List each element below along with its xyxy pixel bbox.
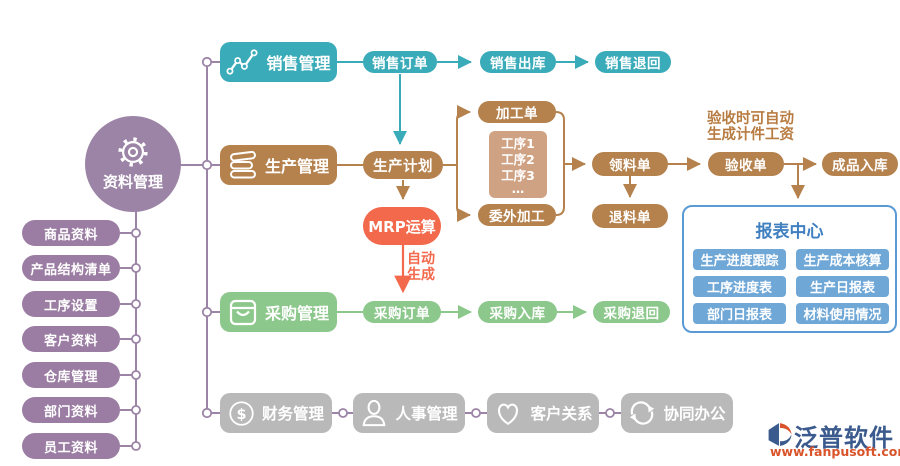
note-line: 生成: [407, 267, 435, 283]
list-icon: [229, 151, 256, 179]
report-item-label: 生产成本核算: [803, 254, 882, 269]
process-step: 工序1: [501, 135, 535, 151]
pill-label: 领料单: [609, 158, 651, 174]
report-item-button: 部门日报表: [693, 303, 786, 324]
sales-order-pill: 销售订单: [363, 51, 437, 73]
purchase-inbound-pill: 采购入库: [478, 301, 557, 323]
report-item-label: 生产日报表: [809, 281, 875, 296]
note-line: 生成计件工资: [707, 127, 794, 143]
outsourcing-pill: 委外加工: [478, 204, 556, 226]
production-plan-pill: 生产计划: [363, 151, 443, 179]
report-item-button: 材料使用情况: [796, 303, 889, 324]
note-line: 自动: [407, 251, 435, 267]
data-item-pill: 员工资料: [22, 433, 120, 459]
pill-label: 采购入库: [489, 306, 546, 322]
data-item-label: 客户资料: [43, 333, 98, 349]
report-item-label: 部门日报表: [706, 308, 772, 323]
pill-label: 销售退回: [605, 56, 661, 72]
purchase-order-pill: 采购订单: [363, 301, 441, 323]
data-item-pill: 部门资料: [22, 397, 120, 423]
process-step: …: [511, 180, 525, 196]
brand-url: www.fanpusoft.com: [770, 444, 900, 459]
module-label: 财务管理: [261, 405, 324, 423]
pill-label: 委外加工: [489, 209, 545, 225]
report-item-button: 生产成本核算: [796, 249, 889, 270]
process-step: 工序3: [501, 167, 535, 183]
module-label: 销售管理: [266, 54, 331, 73]
report-item-button: 工序进度表: [693, 276, 786, 297]
material-requisition-pill: 领料单: [592, 152, 668, 176]
data-item-label: 工序设置: [43, 298, 98, 314]
sales-outbound-pill: 销售出库: [480, 51, 556, 73]
data-item-pill: 产品结构清单: [22, 255, 120, 281]
brand-name: 泛普软件: [794, 424, 894, 452]
heart-icon: [498, 403, 519, 425]
data-item-pill: 客户资料: [22, 326, 120, 352]
annotation-auto-generate: 自动 生成: [407, 251, 435, 283]
material-return-pill: 退料单: [592, 204, 668, 228]
annotation-acceptance-note: 验收时可自动 生成计件工资: [707, 111, 794, 143]
dollar-icon: $: [229, 400, 254, 426]
report-item-label: 材料使用情况: [803, 308, 882, 323]
person-icon: [363, 399, 386, 427]
hub-label: 资料管理: [102, 173, 163, 191]
pill-label: 成品入库: [832, 158, 888, 174]
line-chart-icon: [226, 48, 259, 75]
report-item-button: 生产日报表: [796, 276, 889, 297]
data-item-label: 商品资料: [43, 227, 98, 243]
crm-module-box: 客户关系: [487, 393, 599, 433]
report-item-label: 工序进度表: [706, 281, 772, 296]
process-order-pill: 加工单: [478, 101, 556, 123]
process-steps-box: 工序1 工序2 工序3 …: [489, 131, 547, 198]
report-center-title: 报表中心: [755, 222, 824, 242]
module-label: 生产管理: [264, 157, 329, 176]
pill-label: 采购退回: [603, 306, 660, 322]
module-label: 协同办公: [663, 405, 726, 423]
data-item-pill: 仓库管理: [22, 362, 120, 388]
module-label: 客户关系: [530, 405, 593, 423]
data-item-label: 仓库管理: [43, 369, 98, 385]
sync-icon: [630, 401, 655, 425]
data-item-label: 员工资料: [43, 440, 98, 456]
fanpu-logo-icon: [768, 423, 792, 446]
pill-label: 采购订单: [374, 306, 430, 322]
data-management-hub: 资料管理: [85, 116, 181, 212]
process-step: 工序2: [501, 151, 535, 167]
module-label: 人事管理: [395, 405, 458, 423]
purchase-module-box: 采购管理: [220, 292, 337, 332]
pill-label: 生产计划: [373, 158, 433, 175]
report-item-label: 生产进度跟踪: [700, 254, 779, 269]
sales-return-pill: 销售退回: [595, 51, 671, 73]
purchase-return-pill: 采购退回: [593, 301, 670, 323]
pill-label: 销售出库: [490, 56, 546, 72]
acceptance-pill: 验收单: [708, 152, 784, 176]
pill-label: MRP运算: [368, 217, 436, 236]
data-item-pill: 工序设置: [22, 291, 120, 317]
hr-module-box: 人事管理: [353, 393, 465, 433]
shopping-bag-icon: [229, 299, 257, 326]
data-item-label: 产品结构清单: [30, 262, 112, 278]
module-label: 采购管理: [264, 304, 329, 323]
data-item-label: 部门资料: [43, 404, 98, 420]
pill-label: 加工单: [496, 106, 538, 122]
oa-module-box: 协同办公: [621, 393, 733, 433]
gear-icon: [118, 137, 148, 167]
note-line: 验收时可自动: [707, 111, 794, 127]
report-item-button: 生产进度跟踪: [693, 249, 786, 270]
finished-goods-inbound-pill: 成品入库: [822, 152, 898, 176]
mrp-pill: MRP运算: [363, 207, 441, 245]
pill-label: 退料单: [609, 210, 651, 226]
production-module-box: 生产管理: [220, 145, 337, 185]
pill-label: 验收单: [725, 158, 767, 174]
sales-module-box: 销售管理: [220, 42, 337, 82]
data-item-pill: 商品资料: [22, 220, 120, 246]
report-center-panel: 报表中心 生产进度跟踪 生产成本核算 工序进度表 生产日报表 部门日报表 材料使…: [682, 205, 897, 333]
pill-label: 销售订单: [372, 56, 428, 72]
finance-module-box: $ 财务管理: [220, 393, 332, 433]
dollar-glyph: $: [236, 406, 246, 422]
